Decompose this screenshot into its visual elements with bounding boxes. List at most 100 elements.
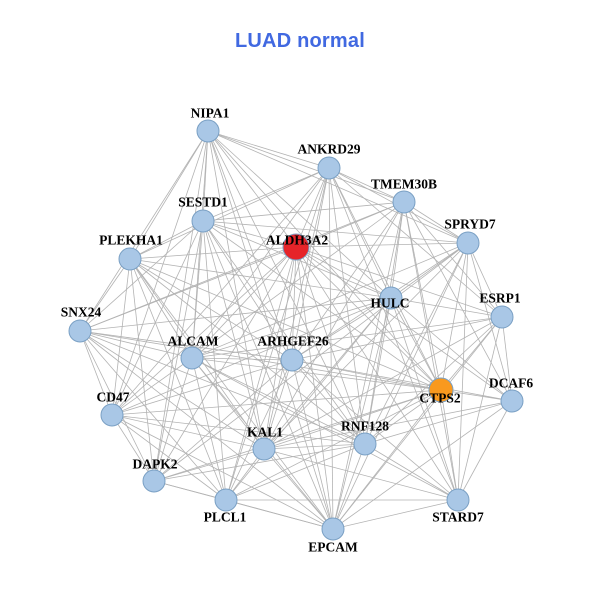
edge-TMEM30B-ARHGEF26: [291, 201, 405, 361]
edge-SNX24-PLCL1: [79, 330, 227, 501]
edge-ALDH3A2-PLCL1: [225, 246, 297, 501]
node-label-EPCAM: EPCAM: [308, 540, 358, 555]
edge-SNX24-ALCAM: [79, 330, 193, 359]
node-ALCAM: [180, 346, 204, 370]
edge-HULC-EPCAM: [332, 297, 392, 530]
edge-PLEKHA1-HULC: [129, 258, 392, 299]
node-ALDH3A2: [282, 233, 310, 261]
node-label-NIPA1: NIPA1: [191, 106, 230, 121]
edge-SESTD1-ALCAM: [191, 220, 204, 359]
node-label-ESRP1: ESRP1: [479, 291, 521, 306]
node-label-TMEM30B: TMEM30B: [371, 177, 437, 192]
node-label-SPRYD7: SPRYD7: [444, 217, 496, 232]
node-label-CTPS2: CTPS2: [419, 391, 461, 406]
edge-ALDH3A2-DCAF6: [295, 246, 513, 402]
edge-ALDH3A2-RNF128: [295, 246, 366, 445]
edge-ARHGEF26-PLCL1: [225, 359, 293, 501]
edge-ANKRD29-CD47: [111, 167, 330, 416]
edge-CD47-DAPK2: [111, 414, 155, 482]
edge-TMEM30B-ALCAM: [191, 201, 405, 359]
edge-PLCL1-EPCAM: [225, 499, 334, 530]
node-NIPA1: [196, 119, 220, 143]
node-label-HULC: HULC: [370, 296, 409, 311]
edge-NIPA1-HULC: [207, 130, 392, 299]
edge-SNX24-EPCAM: [79, 330, 334, 530]
edge-KAL1-EPCAM: [263, 448, 334, 530]
edge-PLEKHA1-RNF128: [129, 258, 366, 445]
node-DCAF6: [500, 389, 524, 413]
edge-SPRYD7-EPCAM: [332, 242, 469, 530]
edge-SPRYD7-RNF128: [364, 242, 469, 445]
node-EPCAM: [321, 517, 345, 541]
edge-ALCAM-CTPS2: [191, 357, 442, 391]
node-TMEM30B: [392, 190, 416, 214]
node-HULC: [379, 286, 403, 310]
edge-HULC-SNX24: [79, 297, 392, 332]
node-PLCL1: [214, 488, 238, 512]
edge-CD47-RNF128: [111, 414, 366, 445]
edge-TMEM30B-KAL1: [263, 201, 405, 450]
edge-HULC-ESRP1: [390, 297, 503, 318]
edge-RNF128-STARD7: [364, 443, 459, 501]
edge-ARHGEF26-STARD7: [291, 359, 459, 501]
edge-DCAF6-RNF128: [364, 400, 513, 445]
edge-ALCAM-DAPK2: [153, 357, 193, 482]
edge-ALCAM-RNF128: [191, 357, 366, 445]
edge-SPRYD7-HULC: [390, 242, 469, 299]
edge-TMEM30B-DCAF6: [403, 201, 513, 402]
edge-ANKRD29-ALDH3A2: [295, 167, 330, 248]
node-STARD7: [446, 488, 470, 512]
edge-CTPS2-KAL1: [263, 389, 442, 450]
edge-SESTD1-EPCAM: [202, 220, 334, 530]
edge-HULC-ALCAM: [191, 297, 392, 359]
edge-NIPA1-RNF128: [207, 130, 366, 445]
edge-NIPA1-CD47: [111, 130, 209, 416]
edge-DCAF6-STARD7: [457, 400, 513, 501]
edge-ANKRD29-CTPS2: [328, 167, 442, 391]
edge-TMEM30B-SNX24: [79, 201, 405, 332]
edge-ALDH3A2-SNX24: [79, 246, 297, 332]
edge-NIPA1-SNX24: [79, 130, 209, 332]
edge-PLEKHA1-ARHGEF26: [129, 258, 293, 361]
edge-SESTD1-CD47: [111, 220, 204, 416]
edge-TMEM30B-STARD7: [403, 201, 459, 501]
edge-NIPA1-EPCAM: [207, 130, 334, 530]
edge-ARHGEF26-KAL1: [263, 359, 293, 450]
edge-ANKRD29-EPCAM: [328, 167, 334, 530]
edge-SESTD1-RNF128: [202, 220, 366, 445]
node-label-STARD7: STARD7: [432, 510, 484, 525]
edge-CD47-KAL1: [111, 414, 265, 450]
node-label-ANKRD29: ANKRD29: [298, 142, 361, 157]
node-label-ALDH3A2: ALDH3A2: [266, 233, 329, 248]
edge-ALCAM-PLCL1: [191, 357, 227, 501]
edge-SESTD1-KAL1: [202, 220, 265, 450]
edge-DCAF6-EPCAM: [332, 400, 513, 530]
edge-SPRYD7-ESRP1: [467, 242, 503, 318]
edge-ALDH3A2-ESRP1: [295, 246, 503, 318]
edge-CD47-CTPS2: [111, 389, 442, 416]
edge-SNX24-CD47: [79, 330, 113, 416]
edge-ANKRD29-ALCAM: [191, 167, 330, 359]
node-PLEKHA1: [118, 247, 142, 271]
node-label-DAPK2: DAPK2: [133, 457, 178, 472]
edge-TMEM30B-SPRYD7: [403, 201, 469, 244]
node-label-SESTD1: SESTD1: [178, 195, 228, 210]
node-label-ARHGEF26: ARHGEF26: [257, 334, 329, 349]
node-ANKRD29: [317, 156, 341, 180]
edge-KAL1-RNF128: [263, 443, 366, 450]
edge-ALDH3A2-ARHGEF26: [291, 246, 297, 361]
node-DAPK2: [142, 469, 166, 493]
edge-SPRYD7-STARD7: [457, 242, 469, 501]
edge-TMEM30B-CTPS2: [403, 201, 442, 391]
edges-layer: [79, 130, 513, 530]
edge-TMEM30B-SESTD1: [202, 201, 405, 222]
node-SNX24: [68, 319, 92, 343]
edge-ESRP1-STARD7: [457, 316, 503, 501]
edge-CD47-EPCAM: [111, 414, 334, 530]
node-CD47: [100, 403, 124, 427]
edge-TMEM30B-EPCAM: [332, 201, 405, 530]
edge-ANKRD29-TMEM30B: [328, 167, 405, 203]
